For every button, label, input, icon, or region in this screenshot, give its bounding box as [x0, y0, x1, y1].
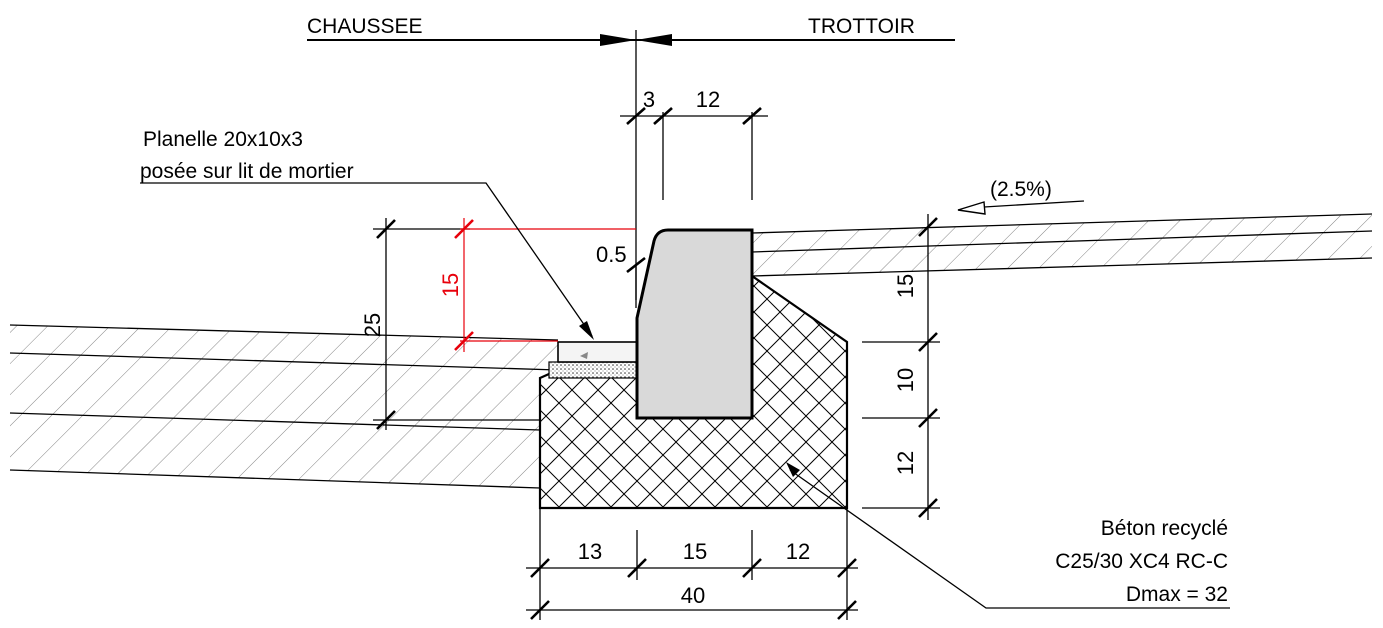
header-chaussee: CHAUSSEE: [307, 15, 423, 38]
dim-right-top: 15: [893, 274, 918, 298]
beton-label-line3: Dmax = 32: [1126, 583, 1228, 606]
curb-stone: [635, 228, 754, 420]
planelle: [548, 341, 638, 379]
dim-chamfer: 0.5: [596, 242, 627, 267]
planelle-leader: [140, 182, 594, 340]
beton-label-line2: C25/30 XC4 RC-C: [1055, 550, 1228, 573]
dim-right-bottom: 12: [893, 451, 918, 475]
dim-top-gap: 3: [643, 87, 655, 112]
slope-label: (2.5%): [990, 178, 1052, 201]
dim-right-mid: 10: [893, 368, 918, 392]
dim-top-width: 12: [696, 87, 720, 112]
planelle-label-line1: Planelle 20x10x3: [143, 128, 303, 151]
dim-reveal-height: 15: [438, 273, 463, 297]
header-division: [307, 30, 955, 308]
header-trottoir: TROTTOIR: [808, 15, 915, 38]
dim-bottom-mid: 15: [683, 539, 707, 564]
beton-leader: [786, 462, 1230, 609]
reveal-dimension-red: [454, 218, 636, 352]
right-dimensions: [862, 214, 940, 520]
sidewalk-layers: [751, 213, 1373, 277]
dim-bottom-right: 12: [786, 539, 810, 564]
chamfer-dimension: [626, 256, 646, 300]
dim-total-height: 25: [360, 313, 385, 337]
slope-arrow: [957, 200, 1085, 215]
bottom-dimensions: [526, 508, 858, 620]
planelle-label-line2: posée sur lit de mortier: [140, 160, 354, 183]
dim-bottom-total: 40: [681, 583, 705, 608]
dim-bottom-left: 13: [578, 539, 602, 564]
road-layers: [9, 324, 559, 489]
beton-label-line1: Béton recyclé: [1101, 517, 1228, 540]
top-dimension: [620, 107, 768, 125]
left-dimension-25: [373, 218, 540, 430]
